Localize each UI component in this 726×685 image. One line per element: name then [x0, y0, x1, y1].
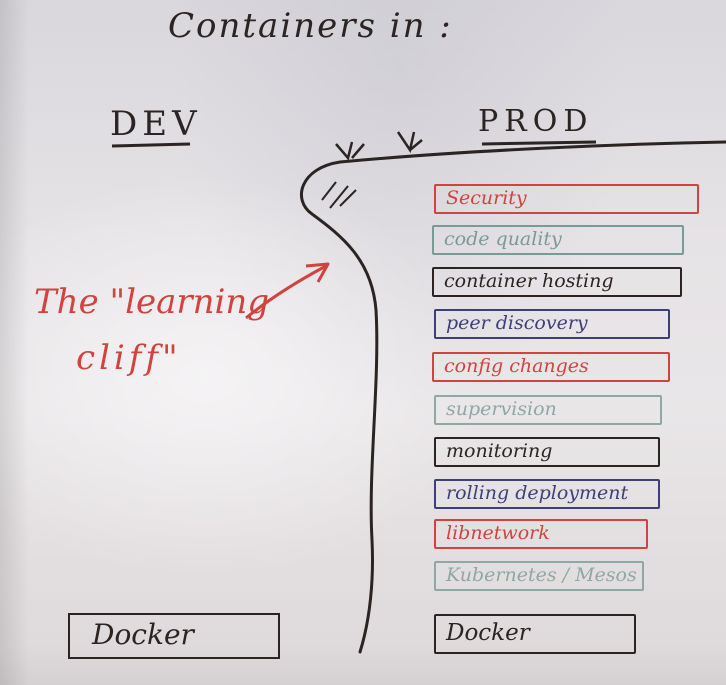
- prod-heading: PROD: [478, 104, 594, 139]
- arrow-line: [245, 264, 327, 320]
- learning-cliff-label-line2: cliff": [76, 338, 182, 378]
- prod-stack-item: Docker: [434, 614, 636, 654]
- prod-stack-item: Security: [434, 184, 699, 214]
- dev-underline: [111, 142, 191, 148]
- learning-cliff-label: The "learning: [34, 282, 270, 322]
- prod-underline: [481, 140, 597, 146]
- prod-stack-item: peer discovery: [434, 309, 670, 339]
- grass-mark: [335, 141, 365, 161]
- prod-stack-item: container hosting: [432, 267, 682, 297]
- grass-mark: [396, 131, 423, 154]
- prod-stack-item: supervision: [434, 395, 662, 425]
- prod-stack-item: monitoring: [434, 437, 660, 467]
- dev-heading: DEV: [110, 104, 202, 144]
- prod-stack-item: config changes: [432, 352, 670, 382]
- arrow-head: [305, 262, 330, 283]
- prod-stack-item: rolling deployment: [434, 479, 660, 509]
- cliff-outline: [300, 140, 726, 654]
- prod-stack-item: code quality: [432, 225, 684, 255]
- prod-stack-item: libnetwork: [434, 519, 648, 549]
- cliff-hatch: [321, 181, 357, 209]
- prod-stack-item: Kubernetes / Mesos: [434, 561, 644, 591]
- dev-docker-box: Docker: [68, 613, 280, 659]
- whiteboard-title: Containers in :: [168, 6, 453, 46]
